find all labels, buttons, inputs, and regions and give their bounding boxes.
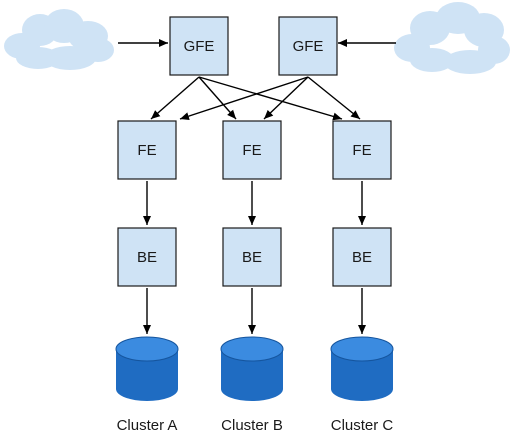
be-a-node: BE (117, 227, 177, 287)
database-b-icon (220, 336, 284, 401)
arrow-gfe-left-to-fe-a (150, 76, 200, 120)
arrow-gfe-left-to-fe-c (198, 76, 343, 121)
cluster-a-label: Cluster A (117, 417, 178, 434)
cloud-left-icon (4, 9, 114, 70)
fe-c-node: FE (332, 120, 392, 180)
gfe-left-node: GFE (169, 16, 229, 76)
fe-c-label: FE (352, 142, 371, 159)
fe-b-node: FE (222, 120, 282, 180)
database-c-icon (330, 336, 394, 401)
arrow-gfe-right-to-fe-a (179, 76, 309, 120)
cluster-b-label: Cluster B (221, 417, 283, 434)
cloud-right-icon (394, 2, 510, 74)
be-c-node: BE (332, 227, 392, 287)
gfe-right-label: GFE (293, 38, 324, 55)
gfe-right-node: GFE (278, 16, 338, 76)
be-b-label: BE (242, 249, 262, 266)
be-b-node: BE (222, 227, 282, 287)
fe-a-label: FE (137, 142, 156, 159)
be-c-label: BE (352, 249, 372, 266)
cluster-c-label: Cluster C (331, 417, 394, 434)
gfe-left-label: GFE (184, 38, 215, 55)
arrow-gfe-right-to-fe-c (307, 76, 361, 120)
be-a-label: BE (137, 249, 157, 266)
database-a-icon (115, 336, 179, 401)
arrow-gfe-right-to-fe-b (263, 76, 309, 120)
fe-b-label: FE (242, 142, 261, 159)
fe-a-node: FE (117, 120, 177, 180)
arrow-gfe-left-to-fe-b (198, 76, 237, 120)
